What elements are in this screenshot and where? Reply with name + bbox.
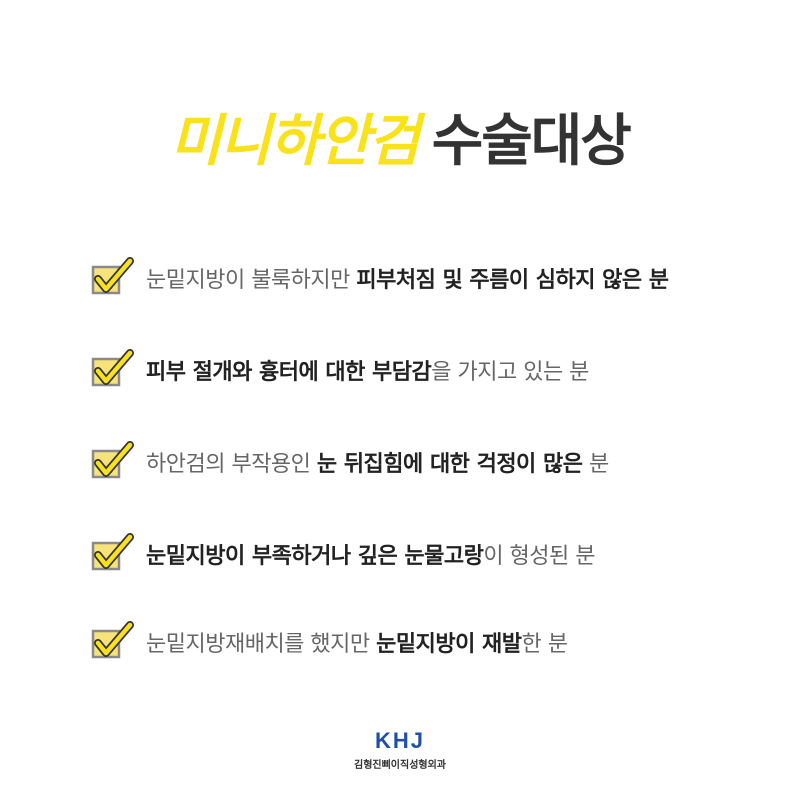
emphasis-text: 눈밑지방이 재발 [376,632,522,657]
emphasis-text: 피부 절개와 흉터에 대한 부담감 [146,360,432,385]
checkbox-checked-icon [91,257,134,295]
checkbox-checked-icon [91,441,134,479]
list-item: 하안검의 부작용인 눈 뒤집힘에 대한 걱정이 많은 분 [90,441,770,482]
emphasis-text: 눈 뒤집힘에 대한 걱정이 많은 [316,452,583,477]
plain-text: 하안검의 부작용인 [146,452,317,477]
checkbox-checked-icon [91,349,134,387]
title-highlight: 미니하안검 [170,109,420,174]
list-item: 눈밑지방이 불룩하지만 피부처짐 및 주름이 심하지 않은 분 [90,257,770,298]
plain-text: 분 [582,452,609,477]
list-item-text: 하안검의 부작용인 눈 뒤집힘에 대한 걱정이 많은 분 [146,446,609,478]
plain-text: 눈밑지방이 불룩하지만 [146,268,357,293]
list-item: 눈밑지방재배치를 했지만 눈밑지방이 재발한 분 [90,621,770,662]
list-item-text: 눈밑지방재배치를 했지만 눈밑지방이 재발한 분 [146,626,568,658]
title-rest: 수술대상 [431,109,632,174]
list-item: 눈밑지방이 부족하거나 깊은 눈물고랑이 형성된 분 [90,533,770,574]
emphasis-text: 피부처짐 및 주름이 심하지 않은 분 [356,268,669,293]
list-item-text: 눈밑지방이 불룩하지만 피부처짐 및 주름이 심하지 않은 분 [146,262,669,294]
logo-name: 김형진삐이직성형외과 [354,760,446,771]
plain-text: 눈밑지방재배치를 했지만 [146,632,377,657]
list-item-text: 눈밑지방이 부족하거나 깊은 눈물고랑이 형성된 분 [146,538,596,570]
list-item: 피부 절개와 흉터에 대한 부담감을 가지고 있는 분 [90,349,770,390]
list-item-text: 피부 절개와 흉터에 대한 부담감을 가지고 있는 분 [146,354,589,386]
clinic-logo: KHJ 김형진삐이직성형외과 [340,728,460,771]
emphasis-text: 눈밑지방이 부족하거나 깊은 눈물고랑 [146,544,484,569]
checkbox-checked-icon [91,621,134,659]
plain-text: 한 분 [521,632,568,657]
plain-text: 을 가지고 있는 분 [431,360,589,385]
checkbox-checked-icon [91,533,134,571]
logo-mark: KHJ [374,728,425,753]
plain-text: 이 형성된 분 [483,544,596,569]
